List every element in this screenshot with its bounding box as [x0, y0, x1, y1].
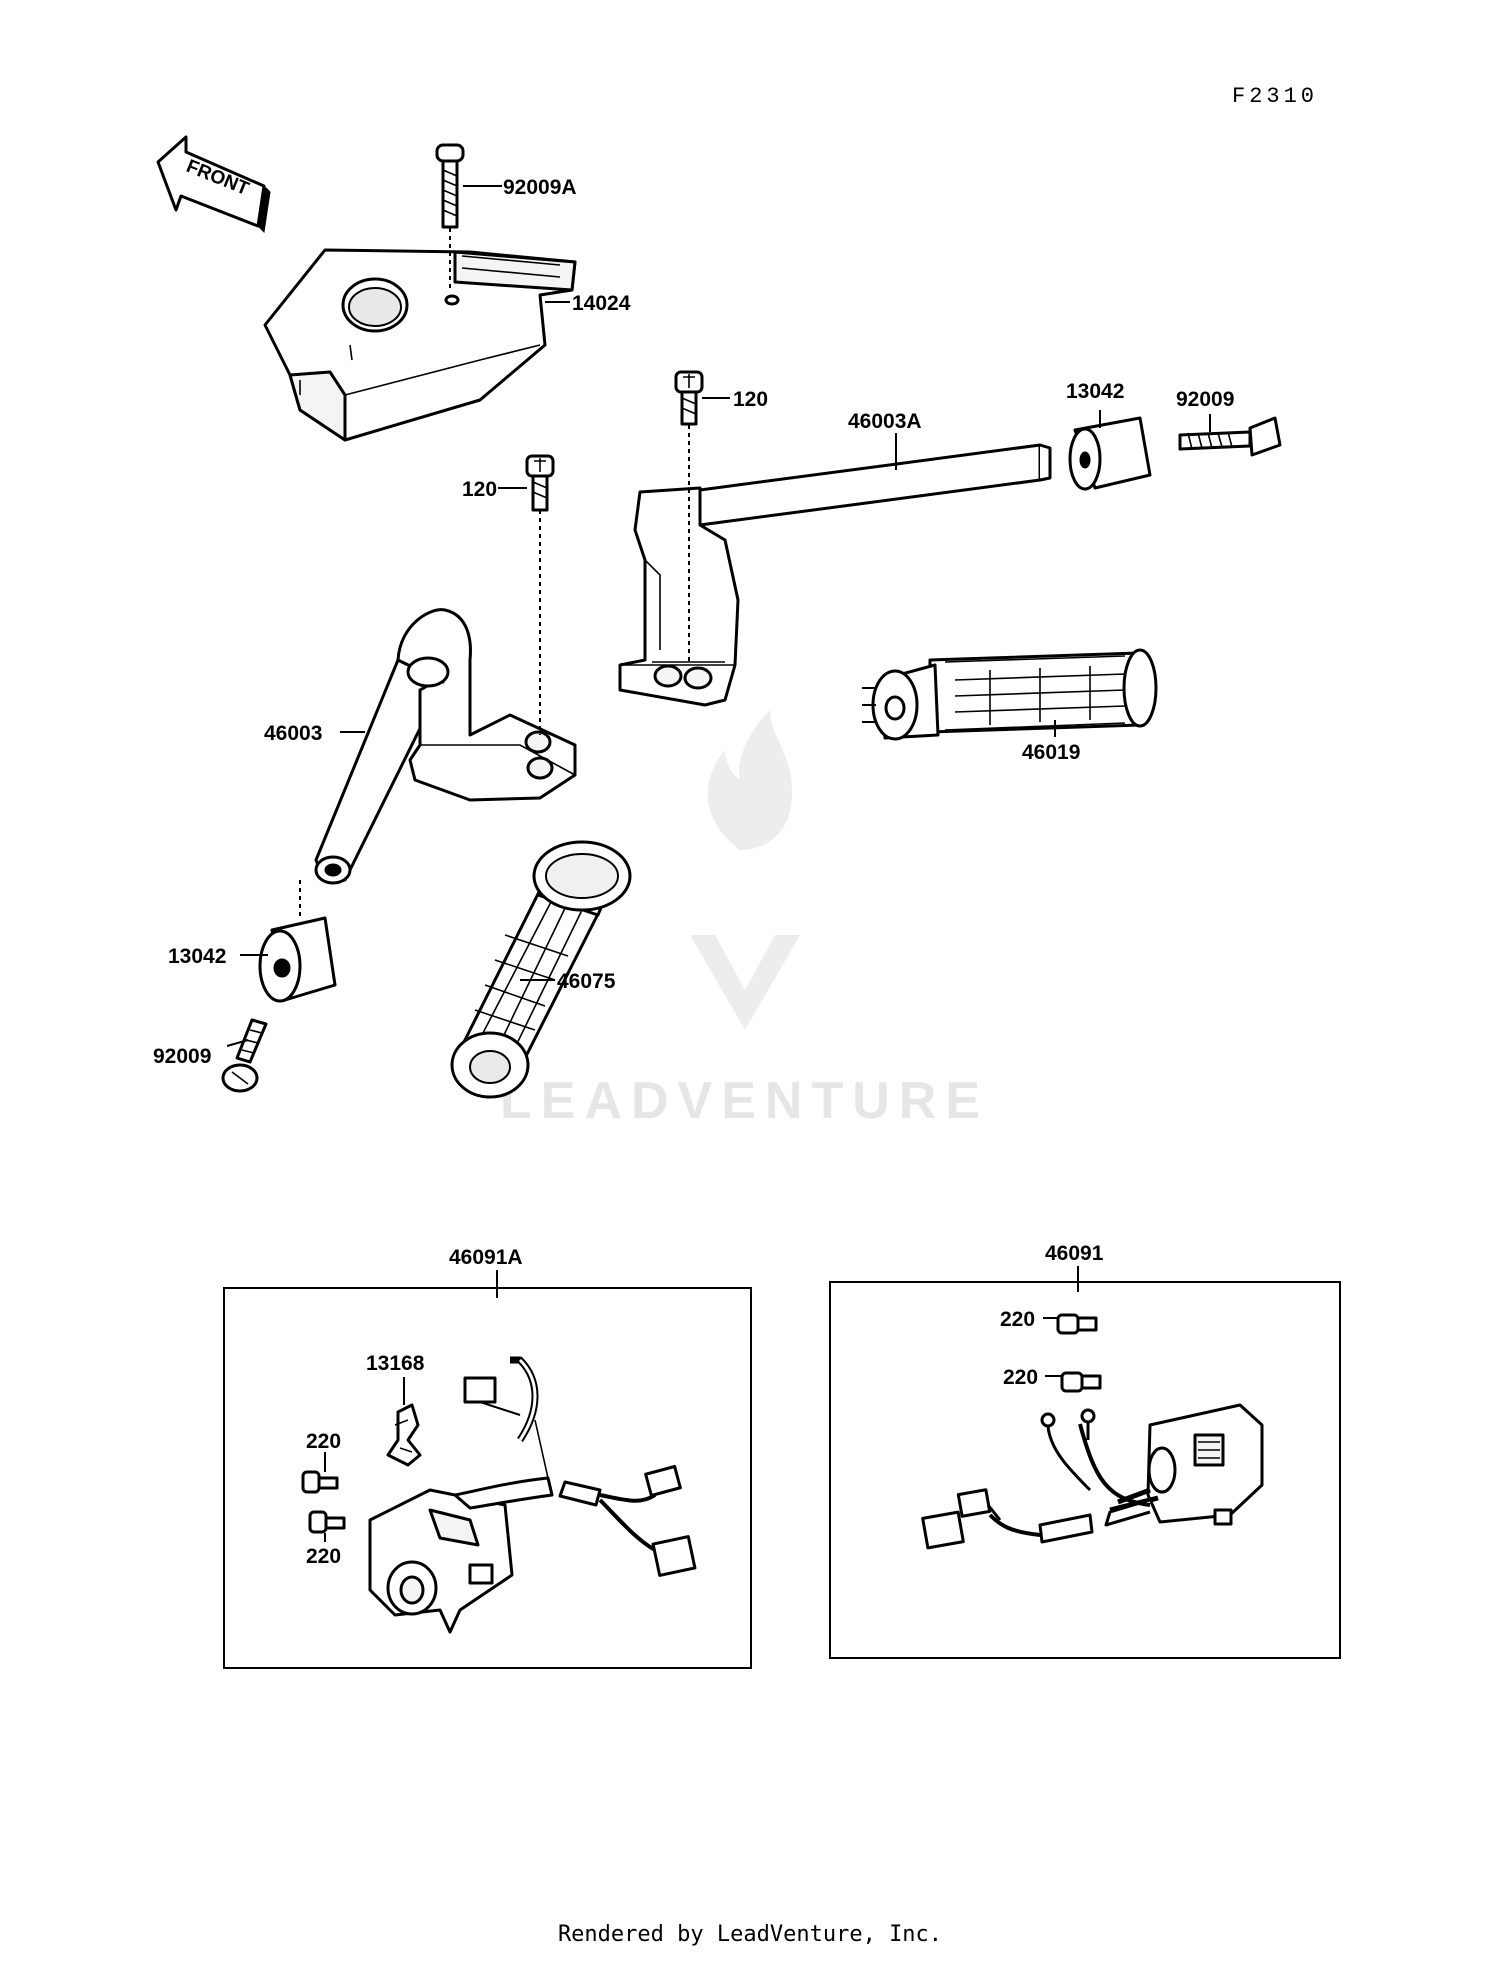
- box-46091a: [223, 1287, 752, 1669]
- callout-120-left: 120: [462, 478, 497, 501]
- watermark-text: LEADVENTURE: [500, 1072, 989, 1130]
- callout-120-right: 120: [733, 388, 768, 411]
- part-220-screw-46091a-top: [301, 1470, 339, 1494]
- part-13042-bar-end-left: [258, 880, 337, 1003]
- part-92009a-bolt: [435, 143, 465, 290]
- part-220-screw-46091a-bottom: [308, 1510, 346, 1534]
- part-92009-bolt-left: [221, 1018, 268, 1093]
- part-220-screw-46091-bottom: [1060, 1371, 1102, 1393]
- part-46091a-switch-housing: [368, 1356, 697, 1634]
- callout-220-46091a-top: 220: [306, 1430, 341, 1453]
- part-46019-grip: [862, 648, 1158, 741]
- box-46091-title: 46091: [1045, 1242, 1104, 1265]
- callout-46075: 46075: [557, 970, 616, 993]
- part-120-bolt-right: [674, 370, 704, 665]
- part-220-screw-46091-top: [1056, 1313, 1098, 1335]
- leader-lines: [226, 185, 1211, 1542]
- part-120-bolt-left: [525, 454, 555, 735]
- part-46003-handlebar: [314, 608, 577, 885]
- part-13168-clip: [386, 1403, 422, 1467]
- part-46091-switch-housing: [921, 1403, 1264, 1550]
- callout-220-46091-bottom: 220: [1003, 1366, 1038, 1389]
- part-92009-bolt-right: [1178, 416, 1282, 457]
- diagram-code: F2310: [1232, 84, 1318, 109]
- callout-46019: 46019: [1022, 741, 1080, 764]
- part-46003a-handlebar: [618, 443, 1052, 707]
- callout-14024: 14024: [572, 292, 631, 315]
- callout-92009-left: 92009: [153, 1045, 211, 1068]
- part-13042-bar-end-right: [1068, 416, 1152, 491]
- watermark-logo: [690, 710, 800, 1030]
- callout-46003a: 46003A: [848, 410, 922, 433]
- footer-credit: Rendered by LeadVenture, Inc.: [557, 1922, 943, 1947]
- callout-13042-right: 13042: [1066, 380, 1124, 403]
- callout-220-46091-top: 220: [1000, 1308, 1035, 1331]
- callout-13168: 13168: [366, 1352, 425, 1375]
- callout-labels: 92009A 14024 120 46003A 13042 92009 120 …: [153, 176, 1234, 1568]
- front-arrow-icon: FRONT: [156, 135, 271, 234]
- callout-92009-right: 92009: [1176, 388, 1234, 411]
- callout-92009a: 92009A: [503, 176, 577, 199]
- box-46091a-title: 46091A: [449, 1246, 523, 1269]
- callout-46003: 46003: [264, 722, 322, 745]
- box-46091: [829, 1281, 1341, 1659]
- part-14024-bracket: [263, 248, 577, 442]
- callout-220-46091a-bottom: 220: [306, 1545, 341, 1568]
- callout-13042-left: 13042: [168, 945, 226, 968]
